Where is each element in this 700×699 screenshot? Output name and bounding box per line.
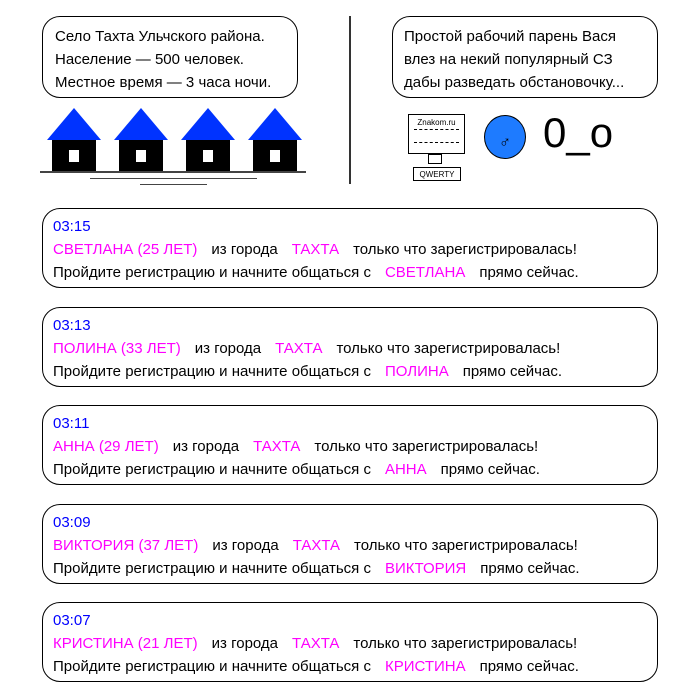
registered-text: только что зарегистрировалась!	[353, 241, 577, 258]
prompt-text: Пройдите регистрацию и начните общаться …	[53, 264, 371, 281]
prompt-text: Пройдите регистрацию и начните общаться …	[53, 461, 371, 478]
ground-line	[40, 171, 306, 173]
registered-text: только что зарегистрировалась!	[354, 537, 578, 554]
notification-time: 03:13	[53, 317, 91, 334]
male-symbol: ♂	[499, 134, 511, 151]
city-link[interactable]: ТАХТА	[291, 241, 340, 258]
house-icon	[248, 108, 302, 172]
registered-text: только что зарегистрировалась!	[353, 635, 578, 652]
name-link[interactable]: СВЕТЛАНА	[384, 264, 466, 281]
name-link[interactable]: КРИСТИНА	[384, 658, 466, 675]
computer-monitor-icon: Znakom.ru	[408, 114, 465, 154]
notification-time: 03:09	[53, 514, 91, 531]
registration-notification: 03:13 ПОЛИНА (33 ЛЕТ) из города ТАХТА тольк…	[42, 307, 658, 387]
tail-text: прямо сейчас.	[479, 264, 579, 281]
tail-text: прямо сейчас.	[479, 658, 579, 675]
name-link[interactable]: ПОЛИНА	[384, 363, 449, 380]
person-link[interactable]: АННА (29 ЛЕТ)	[53, 438, 159, 455]
registration-notification: 03:09 ВИКТОРИЯ (37 ЛЕТ) из города ТАХТА тол…	[42, 504, 658, 584]
from-text: из города	[211, 635, 279, 652]
caption-line: влез на некий популярный СЗ	[404, 51, 613, 68]
city-link[interactable]: ТАХТА	[292, 537, 341, 554]
monitor-stand	[428, 154, 442, 164]
registered-text: только что зарегистрировалась!	[314, 438, 539, 455]
name-link[interactable]: ВИКТОРИЯ	[384, 560, 467, 577]
caption-line: Простой рабочий парень Вася	[404, 28, 616, 45]
tail-text: прямо сейчас.	[462, 363, 563, 380]
road-line	[90, 178, 257, 179]
village-caption-bubble: Село Тахта Ульчского района. Население —…	[42, 16, 298, 98]
from-text: из города	[212, 537, 279, 554]
tail-text: прямо сейчас.	[440, 461, 540, 478]
house-icon	[114, 108, 168, 172]
from-text: из города	[211, 241, 278, 258]
caption-line: дабы разведать обстановочку...	[404, 74, 625, 91]
caption-line: Село Тахта Ульчского района.	[55, 28, 265, 45]
panel-divider	[349, 16, 351, 184]
caption-line: Местное время — 3 часа ночи.	[55, 74, 272, 91]
from-text: из города	[172, 438, 240, 455]
site-name: Znakom.ru	[417, 118, 456, 127]
city-link[interactable]: ТАХТА	[275, 340, 323, 357]
name-link[interactable]: АННА	[384, 461, 427, 478]
notification-time: 03:11	[53, 415, 90, 432]
prompt-text: Пройдите регистрацию и начните общаться …	[53, 560, 371, 577]
person-link[interactable]: СВЕТЛАНА (25 ЛЕТ)	[53, 241, 198, 258]
male-avatar-icon: ♂	[484, 115, 526, 159]
city-link[interactable]: ТАХТА	[292, 635, 340, 652]
notification-time: 03:07	[53, 612, 91, 629]
caption-line: Население — 500 человек.	[55, 51, 244, 68]
person-link[interactable]: КРИСТИНА (21 ЛЕТ)	[53, 635, 198, 652]
registration-notification: 03:15 СВЕТЛАНА (25 ЛЕТ) из города ТАХТА тол…	[42, 208, 658, 288]
person-link[interactable]: ПОЛИНА (33 ЛЕТ)	[53, 340, 181, 357]
registration-notification: 03:11 АННА (29 ЛЕТ) из города ТАХТА только …	[42, 405, 658, 485]
surprised-face: 0_o	[543, 109, 614, 156]
notification-time: 03:15	[53, 218, 91, 235]
road-line	[140, 184, 207, 185]
registered-text: только что зарегистрировалась!	[336, 340, 561, 357]
registration-notification: 03:07 КРИСТИНА (21 ЛЕТ) из города ТАХТА тол…	[42, 602, 658, 682]
keyboard-icon: QWERTY	[413, 167, 461, 181]
house-icon	[47, 108, 101, 172]
from-text: из города	[194, 340, 262, 357]
prompt-text: Пройдите регистрацию и начните общаться …	[53, 363, 371, 380]
house-icon	[181, 108, 235, 172]
prompt-text: Пройдите регистрацию и начните общаться …	[53, 658, 371, 675]
vasya-caption-bubble: Простой рабочий парень Вася влез на неки…	[392, 16, 658, 98]
city-link[interactable]: ТАХТА	[253, 438, 301, 455]
person-link[interactable]: ВИКТОРИЯ (37 ЛЕТ)	[53, 537, 199, 554]
tail-text: прямо сейчас.	[480, 560, 580, 577]
